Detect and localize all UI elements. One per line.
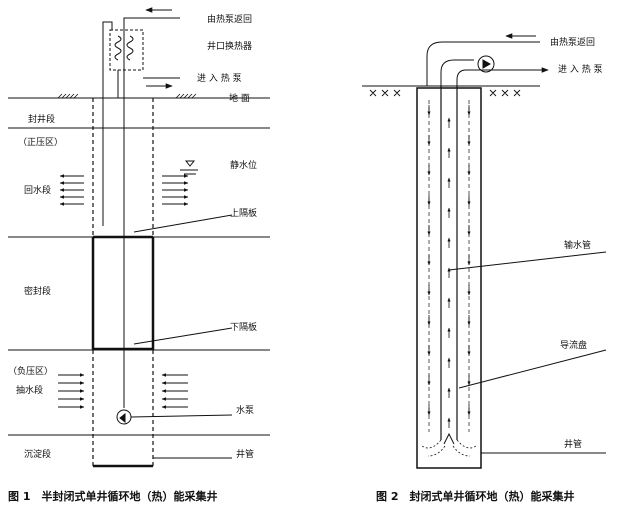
return-pipe xyxy=(102,21,113,226)
figure-2 xyxy=(362,33,607,469)
ground-hatch-left xyxy=(57,93,79,99)
wellhead-exchanger-box xyxy=(109,29,144,71)
caption-figure-1: 图 1 半封闭式单井循环地（热）能采集井 xyxy=(8,489,217,503)
pump-icon-2 xyxy=(477,55,495,73)
label-lower-baffle: 下隔板 xyxy=(230,321,257,333)
label-return-section: 回水段 xyxy=(24,184,51,196)
label-well-pipe-1: 井管 xyxy=(236,448,254,460)
label-ground: 地 面 xyxy=(229,92,250,104)
supply-pipe-bend xyxy=(440,59,474,86)
label-static-water-level: 静水位 xyxy=(230,159,257,171)
leader-water-pump xyxy=(130,414,233,418)
label-to-heat-pump-2: 进 入 热 泵 xyxy=(558,63,603,75)
leader-water-pipe xyxy=(448,251,607,271)
label-well-pipe-2: 井管 xyxy=(564,438,582,450)
well-casing xyxy=(91,98,155,468)
label-water-pipe: 输水管 xyxy=(564,239,591,251)
outer-well-pipe xyxy=(416,87,482,469)
supply-pipe xyxy=(123,17,180,408)
label-to-heat-pump-1: 进 入 热 泵 xyxy=(197,72,242,84)
label-pumping-section: 抽水段 xyxy=(16,384,43,396)
ground-hatch-right xyxy=(175,93,197,99)
figure-2-labels: 由热泵返回 进 入 热 泵 输水管 导流盘 井管 xyxy=(550,36,603,450)
return-pipe-bend xyxy=(426,41,540,86)
flow-guide-plate xyxy=(421,439,477,457)
label-negative-zone: （负压区） xyxy=(8,365,53,377)
pump-arrow xyxy=(119,412,126,424)
label-wellhead-exchanger: 井口换热器 xyxy=(207,40,252,52)
ground-x-marks-right xyxy=(489,89,521,97)
pump-arrow-2 xyxy=(482,59,492,69)
return-arrows xyxy=(59,174,189,206)
annulus-down-arrows xyxy=(427,105,471,416)
leader-upper-baffle xyxy=(133,214,233,233)
pumping-arrows xyxy=(58,373,188,409)
label-from-heat-pump-1: 由热泵返回 xyxy=(207,13,252,25)
leader-lower-baffle xyxy=(133,327,233,345)
label-dense-seal-section: 密封段 xyxy=(24,285,51,297)
label-flow-guide-plate: 导流盘 xyxy=(560,339,587,351)
static-water-level-mark xyxy=(180,160,198,175)
flow-guide-cone xyxy=(443,432,455,445)
label-sealed-section: 封井段 xyxy=(28,113,55,125)
exchanger-coil xyxy=(114,35,134,61)
label-water-pump: 水泵 xyxy=(236,404,254,416)
leader-flow-guide xyxy=(458,349,607,389)
label-settling-section: 沉淀段 xyxy=(24,448,51,460)
label-upper-baffle: 上隔板 xyxy=(230,207,257,219)
label-positive-zone: （正压区） xyxy=(18,137,63,148)
supply-pipe-bend-inner xyxy=(456,69,540,86)
caption-figure-2: 图 2 封闭式单井循环地（热）能采集井 xyxy=(376,489,574,503)
label-from-heat-pump-2: 由热泵返回 xyxy=(550,36,595,48)
figure-1-labels: 由热泵返回 井口换热器 进 入 热 泵 地 面 封井段 （正压区） 静水位 回水… xyxy=(8,13,257,460)
figure-1 xyxy=(8,7,270,468)
ground-x-marks-left xyxy=(369,89,401,97)
